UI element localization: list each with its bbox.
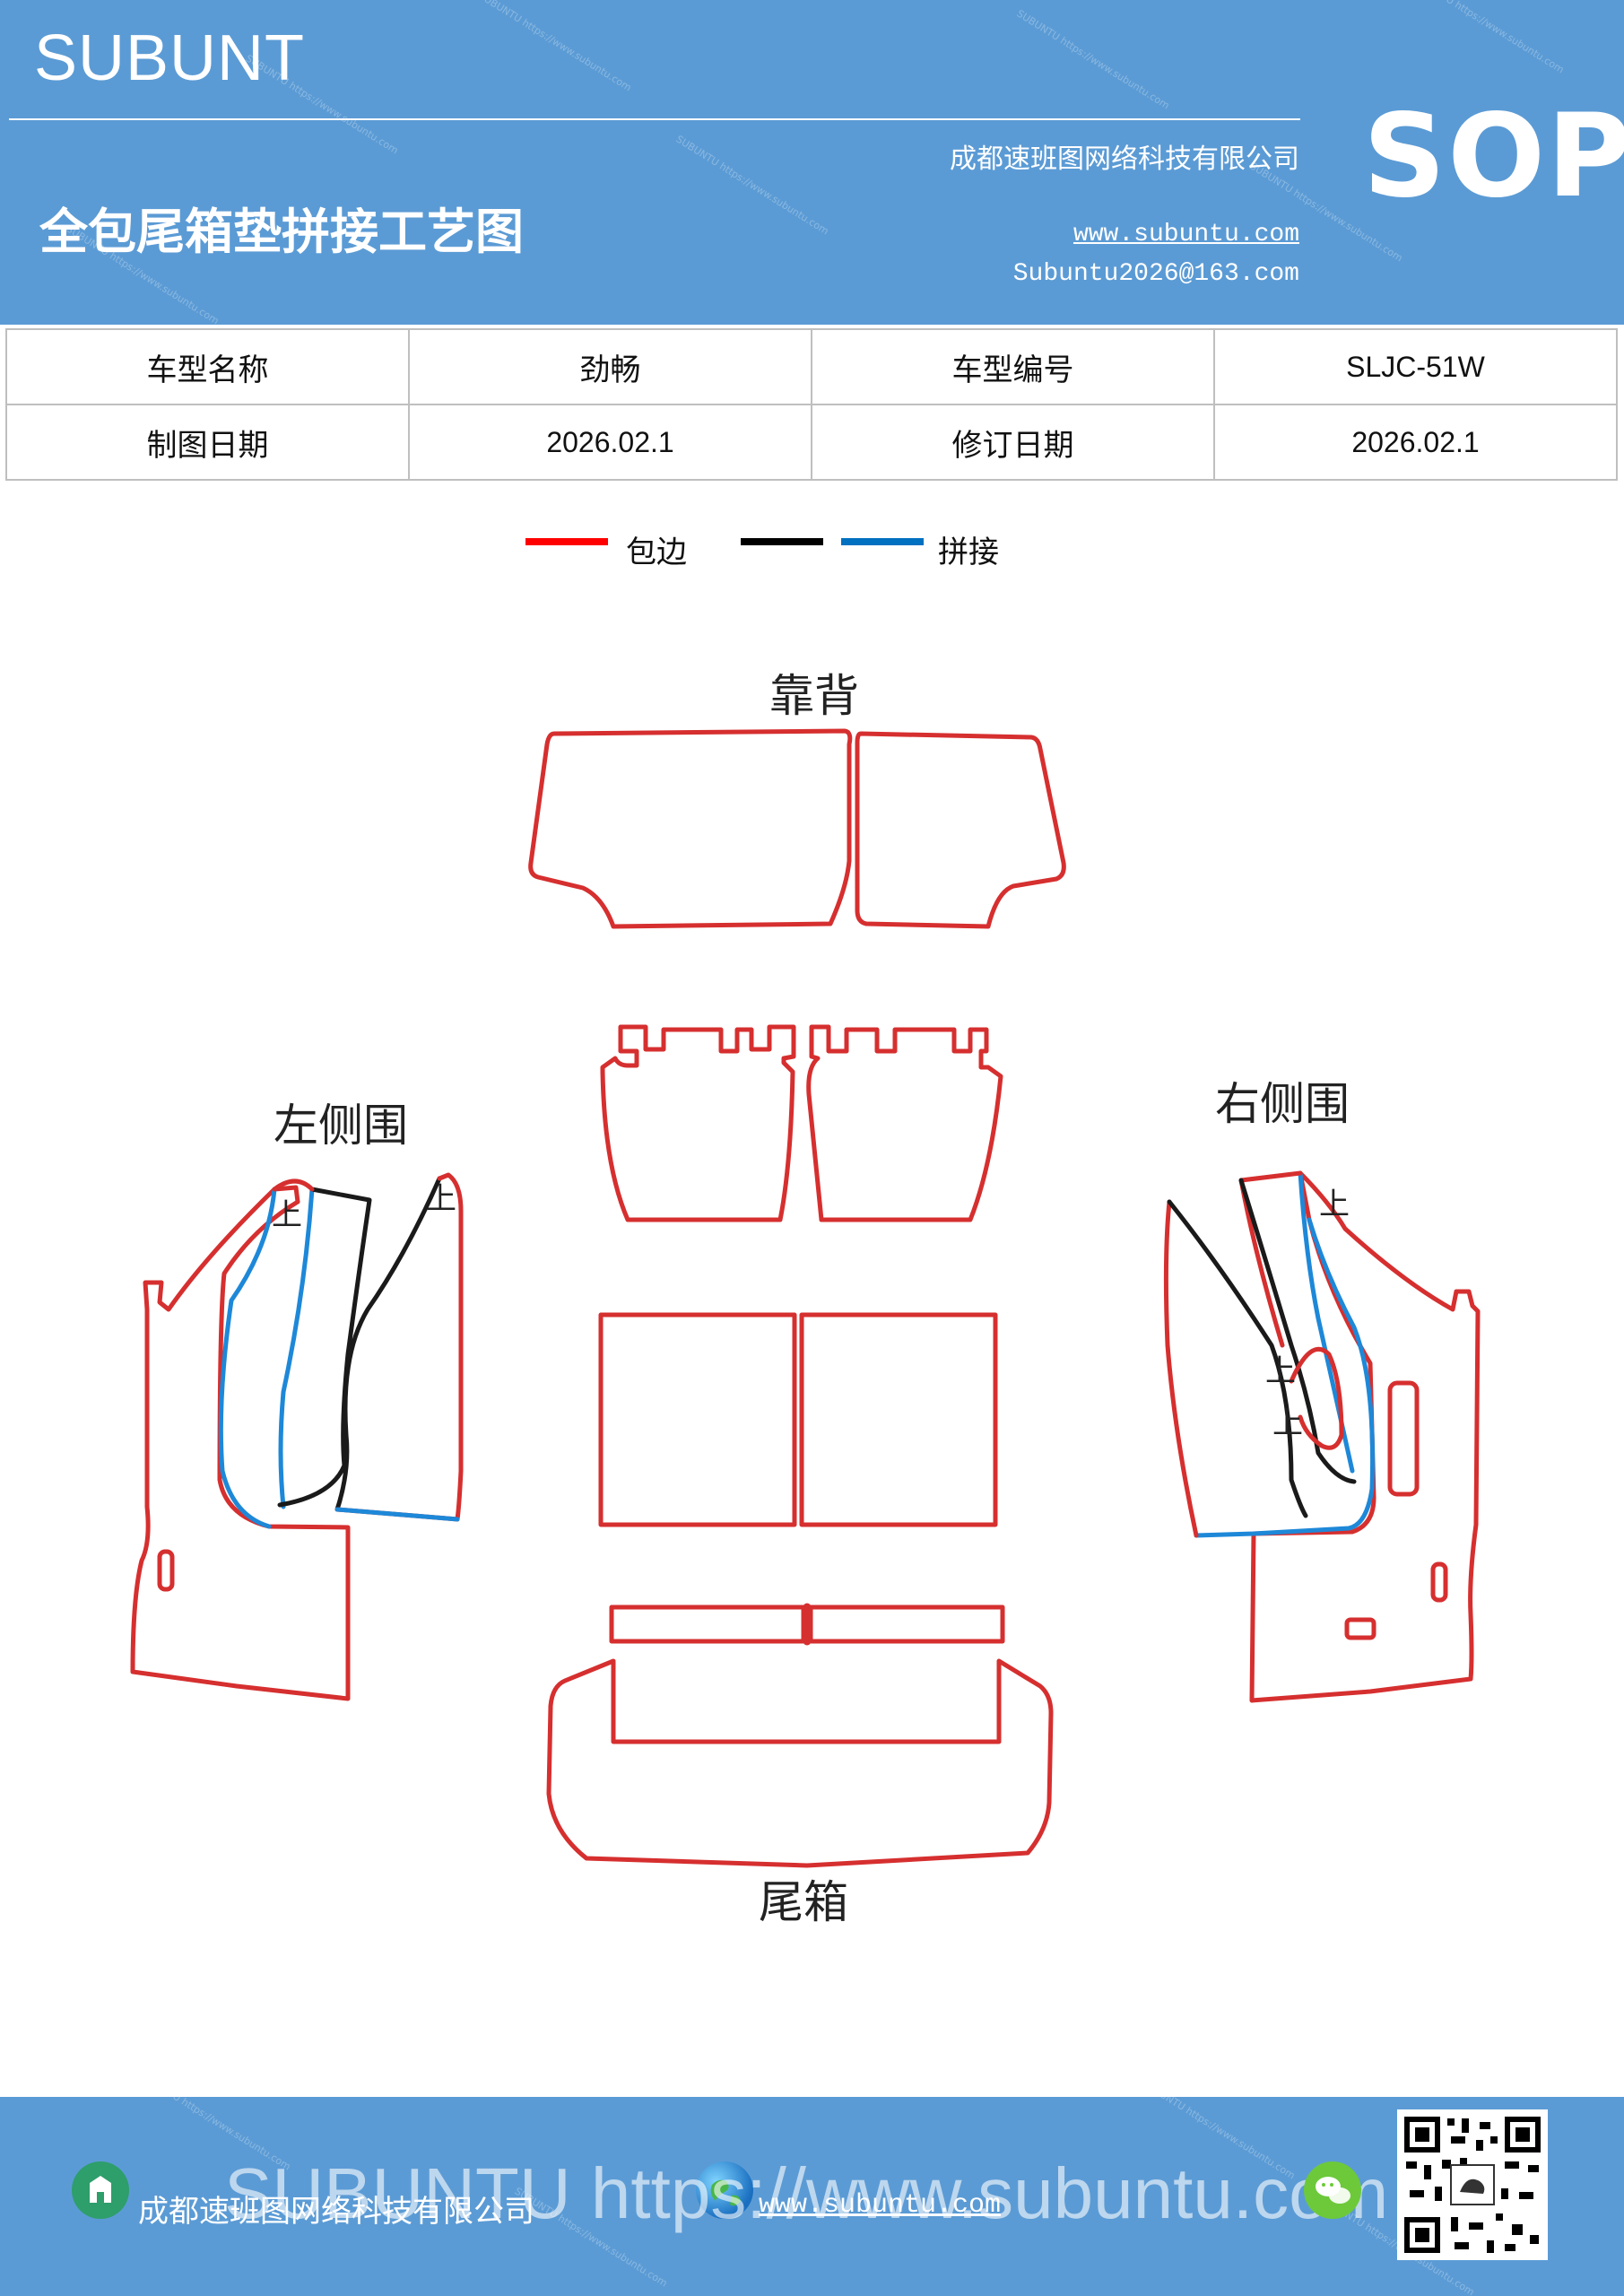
table-cell: 车型名称	[5, 328, 410, 405]
left-side-inner-panel	[272, 1172, 464, 1522]
line-legend: 包边 拼接	[0, 527, 1624, 572]
sop-badge: SOP	[1363, 90, 1624, 223]
floor-middle-right-panel	[799, 1312, 998, 1527]
footer-watermark-overlay: SUBUNTU https://www.subuntu.com	[224, 2153, 1389, 2233]
floor-strip-left	[609, 1605, 806, 1644]
watermark-text: SUBUNTU https://www.subuntu.com	[1014, 7, 1172, 112]
up-marker: 上	[1272, 1405, 1303, 1441]
left-side-join-seam	[218, 1187, 315, 1529]
legend-swatch-seam	[741, 538, 823, 545]
brand-logo-text: SUBUNT	[34, 22, 306, 94]
document-title: 全包尾箱垫拼接工艺图	[39, 203, 524, 260]
trunk-bottom-panel	[546, 1658, 1054, 1868]
header-divider	[9, 118, 1300, 120]
right-side-label: 右侧围	[1215, 1078, 1350, 1130]
wechat-icon	[1304, 2161, 1361, 2219]
building-icon-glyph	[90, 2176, 111, 2203]
table-cell: 车型编号	[811, 328, 1215, 405]
wechat-icon-glyph	[1316, 2177, 1350, 2204]
trunk-mat-diagram: 靠背 尾箱 左侧围 上 上 右侧围 上	[130, 670, 1481, 1928]
company-name: 成都速班图网络科技有限公司	[950, 144, 1299, 175]
table-cell: 劲畅	[408, 328, 812, 405]
up-marker: 上	[1319, 1187, 1350, 1222]
footer-banner: SUBUNTU https://www.subuntu.com SUBUNTU …	[0, 2097, 1624, 2296]
legend-swatch-edge	[525, 538, 608, 545]
right-side-vent-slot	[1387, 1380, 1420, 1497]
backrest-right-panel	[855, 731, 1066, 929]
footer-company-name: 成都速班图网络科技有限公司	[138, 2194, 534, 2230]
left-side-outer-panel	[130, 1185, 351, 1701]
qr-code	[1397, 2109, 1548, 2260]
right-side-square-slot	[1344, 1617, 1376, 1640]
vehicle-info-table: 车型名称 劲畅 车型编号 SLJC-51W 制图日期 2026.02.1 修订日…	[5, 328, 1618, 481]
up-marker: 上	[426, 1181, 456, 1217]
floor-upper-left-panel	[600, 1024, 796, 1222]
table-cell: 制图日期	[5, 404, 410, 481]
legend-swatch-join	[841, 538, 924, 545]
up-marker: 上	[1265, 1353, 1296, 1389]
qr-code-glyph	[1404, 2117, 1541, 2253]
table-cell: 2026.02.1	[1213, 404, 1618, 481]
right-side-small-slot	[1430, 1561, 1448, 1603]
table-cell: 修订日期	[811, 404, 1215, 481]
trunk-label: 尾箱	[759, 1876, 848, 1928]
website-link[interactable]: www.subuntu.com	[1073, 221, 1299, 248]
backrest-label: 靠背	[769, 670, 859, 722]
left-side-label: 左侧围	[274, 1100, 408, 1152]
up-marker: 上	[272, 1197, 302, 1233]
legend-label-join: 拼接	[938, 535, 999, 570]
watermark-text: SUBUNTU https://www.subuntu.com	[1409, 0, 1567, 76]
floor-strip-right	[808, 1605, 1005, 1644]
legend-label-edge: 包边	[626, 535, 687, 570]
floor-upper-right-panel	[806, 1024, 1003, 1222]
right-side-wheel-cutout	[1289, 1346, 1344, 1450]
left-side-slot	[157, 1549, 175, 1592]
floor-middle-left-panel	[598, 1312, 797, 1527]
table-row: 制图日期 2026.02.1 修订日期 2026.02.1	[5, 404, 1618, 481]
footer-website-link[interactable]: www.subuntu.com	[759, 2190, 1002, 2221]
globe-icon-glyph	[710, 2179, 741, 2206]
header-banner: SUBUNTU https://www.subuntu.com SUBUNTU …	[0, 0, 1624, 325]
table-row: 车型名称 劲畅 车型编号 SLJC-51W	[5, 328, 1618, 405]
email-address: Subuntu2026@163.com	[1012, 260, 1299, 288]
watermark-text: SUBUNTU https://www.subuntu.com	[673, 133, 831, 238]
table-cell: SLJC-51W	[1213, 328, 1618, 405]
right-side-dark-seam	[1167, 1178, 1357, 1518]
left-side-dark-seam	[277, 1176, 442, 1512]
building-icon	[72, 2161, 129, 2219]
backrest-left-panel	[528, 728, 853, 929]
left-side-join-bottom	[334, 1507, 460, 1522]
table-cell: 2026.02.1	[408, 404, 812, 481]
watermark-text: SUBUNTU https://www.subuntu.com	[476, 0, 634, 94]
globe-icon	[696, 2161, 753, 2219]
